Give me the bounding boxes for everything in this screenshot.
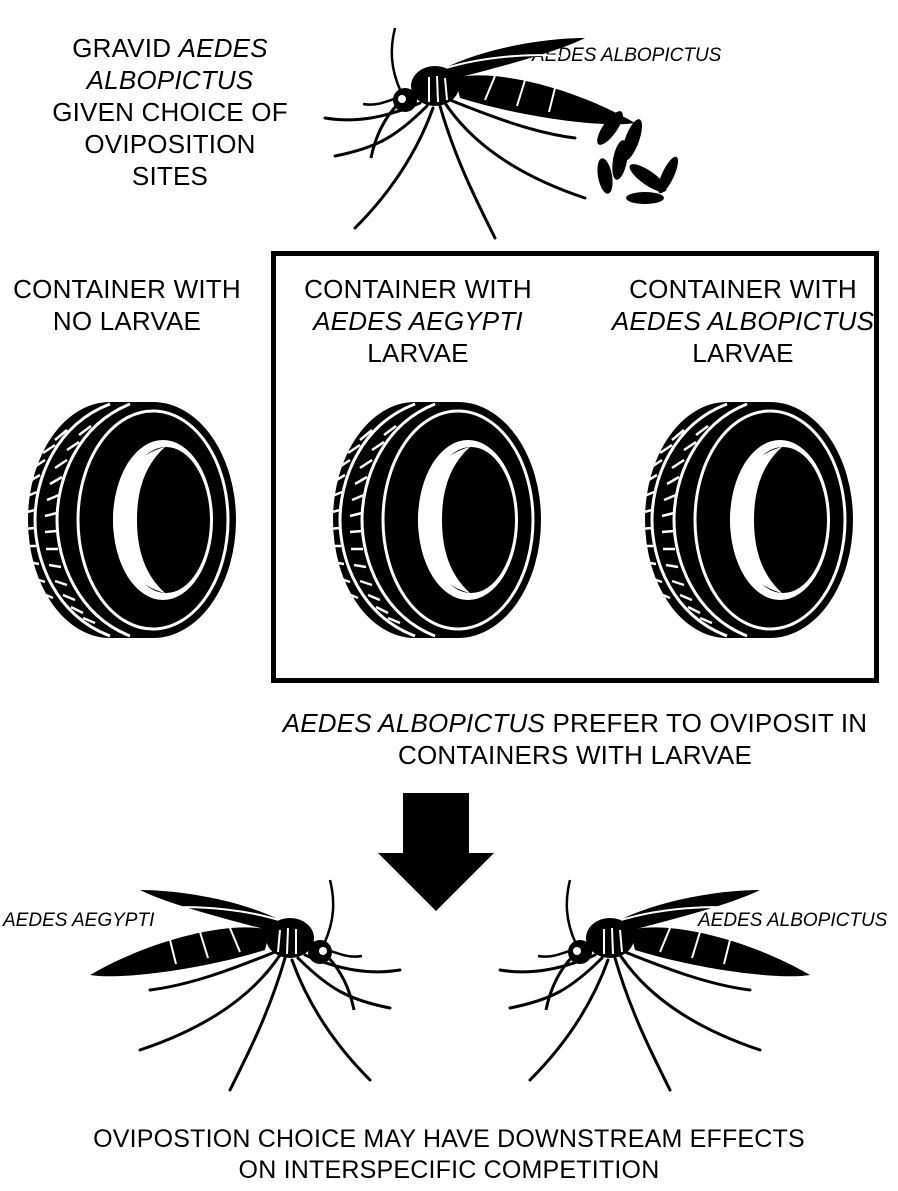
top-caption-line1b: AEDES (178, 33, 268, 63)
bottom-left-mosquito-illustration (88, 878, 402, 1092)
tire-albopictus-larvae (638, 400, 855, 640)
bottom-caption: OVIPOSTION CHOICE MAY HAVE DOWNSTREAM EF… (20, 1124, 878, 1186)
top-caption-line2: ALBOPICTUS (86, 65, 254, 95)
top-caption-line3: GIVEN CHOICE OF (52, 97, 288, 127)
down-arrow (378, 793, 494, 911)
container-label-albopictus-line2: AEDES ALBOPICTUS (611, 306, 875, 336)
top-caption: GRAVID AEDES ALBOPICTUS GIVEN CHOICE OF … (40, 32, 300, 192)
container-label-none: CONTAINER WITH NO LARVAE (0, 273, 254, 337)
top-caption-line4: OVIPOSITION (84, 129, 256, 159)
container-label-aegypti-line2: AEDES AEGYPTI (313, 306, 523, 336)
tire-no-larvae (21, 400, 238, 640)
bottom-right-mosquito-label: AEDES ALBOPICTUS (698, 910, 888, 931)
container-label-aegypti: CONTAINER WITH AEDES AEGYPTI LARVAE (290, 273, 546, 369)
bottom-caption-line2: ON INTERSPECIFIC COMPETITION (238, 1156, 660, 1184)
container-label-none-line2: NO LARVAE (52, 306, 202, 336)
preference-caption-italic: AEDES ALBOPICTUS (282, 708, 546, 738)
top-caption-line1a: GRAVID (72, 33, 179, 63)
container-label-none-line1: CONTAINER WITH (13, 274, 241, 304)
bottom-right-mosquito-illustration (498, 878, 812, 1092)
bottom-left-mosquito-label: AEDES AEGYPTI (3, 910, 155, 931)
container-label-albopictus: CONTAINER WITH AEDES ALBOPICTUS LARVAE (600, 273, 886, 369)
preference-caption: AEDES ALBOPICTUS PREFER TO OVIPOSIT IN C… (270, 707, 880, 771)
preference-caption-line2: CONTAINERS WITH LARVAE (397, 740, 752, 770)
top-caption-line5: SITES (131, 161, 209, 191)
larvae-containers-box (271, 251, 879, 683)
container-label-albopictus-line1: CONTAINER WITH (629, 274, 857, 304)
preference-caption-rest: PREFER TO OVIPOSIT IN (545, 708, 868, 738)
tire-aegypti-larvae (326, 400, 543, 640)
container-label-albopictus-line3: LARVAE (692, 338, 794, 368)
eggs-illustration (597, 111, 679, 204)
top-mosquito-label: AEDES ALBOPICTUS (532, 45, 722, 66)
top-mosquito-illustration (323, 26, 637, 240)
container-label-aegypti-line1: CONTAINER WITH (304, 274, 532, 304)
container-label-aegypti-line3: LARVAE (367, 338, 469, 368)
bottom-caption-line1: OVIPOSTION CHOICE MAY HAVE DOWNSTREAM EF… (93, 1125, 805, 1153)
